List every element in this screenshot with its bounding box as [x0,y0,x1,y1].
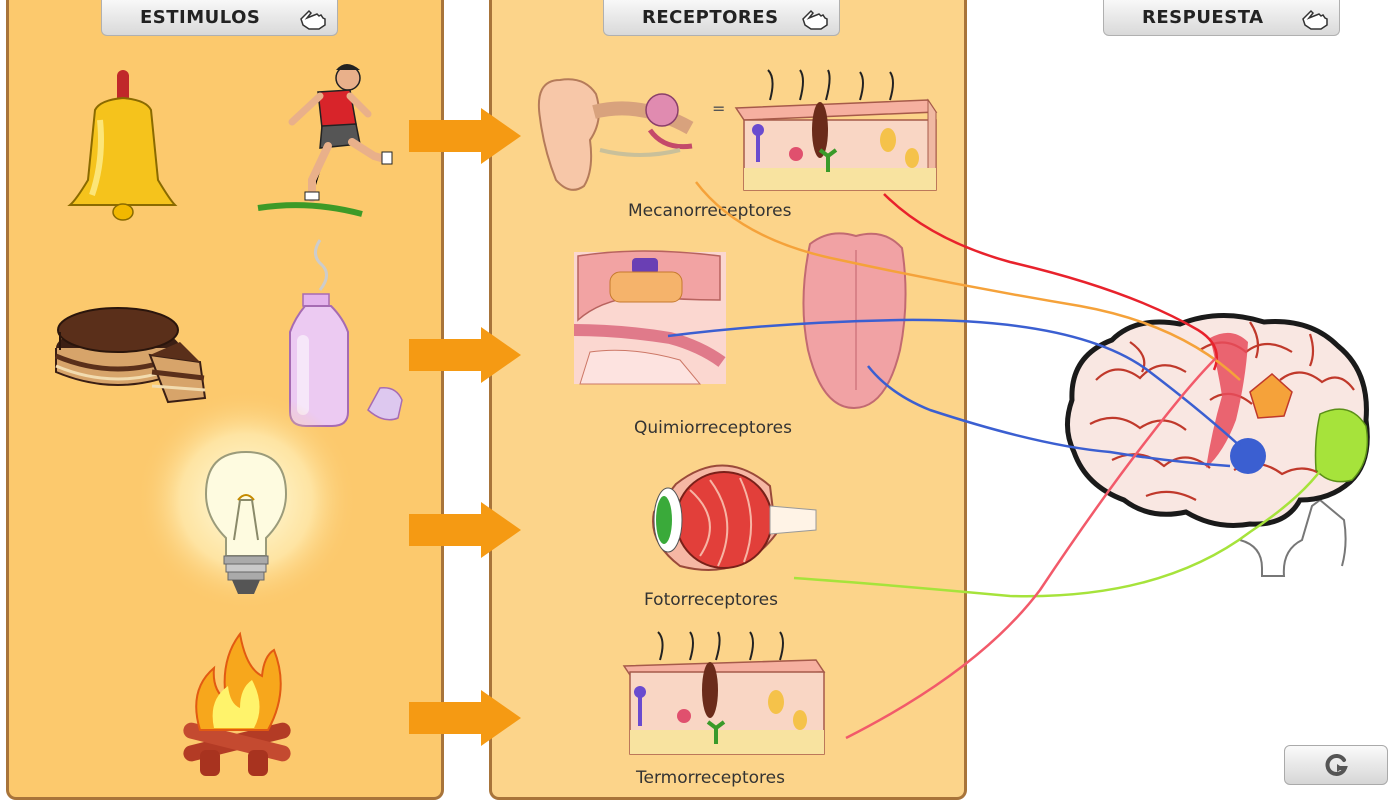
mecano-pathway-line [884,194,1217,370]
quimio-pathway-line [668,320,1240,446]
reset-icon [1323,752,1349,778]
foto-pathway-line [794,456,1330,596]
reset-button[interactable] [1284,745,1388,785]
quimio-pathway-line [868,366,1230,466]
mecano-pathway-line [696,182,1240,380]
termo-pathway-line [846,358,1216,738]
